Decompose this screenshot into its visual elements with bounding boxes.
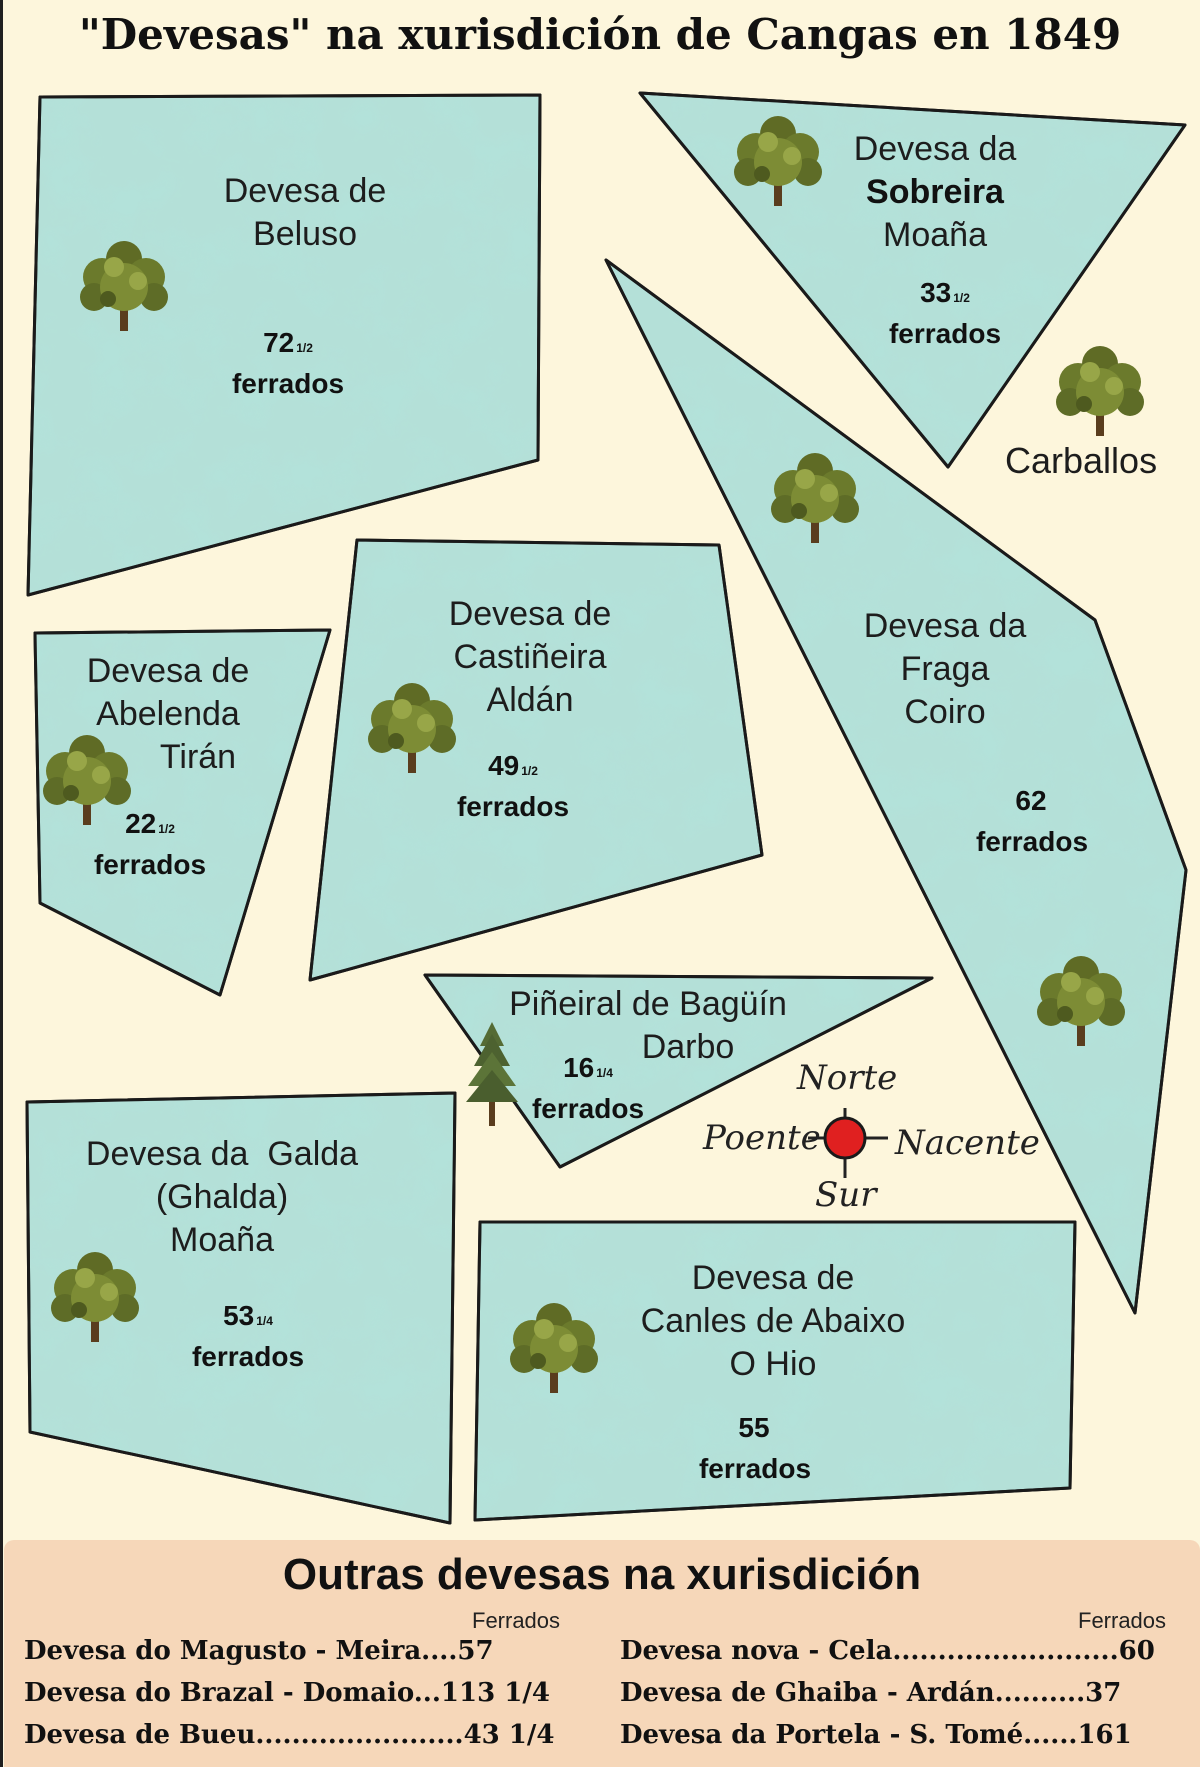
left-border <box>0 0 3 1767</box>
compass-north-label: Norte <box>797 1058 898 1098</box>
compass-south-label: Sur <box>815 1175 877 1215</box>
compass-rose-icon <box>808 1108 888 1178</box>
parcel-label-castineira: Devesa de Castiñeira Aldán <box>448 595 612 719</box>
map-title: "Devesas" na xurisdición de Cangas en 18… <box>78 10 1122 59</box>
parcel-label-sobreira: Devesa da Sobreira Moaña <box>853 130 1017 254</box>
right-column-header: Ferrados <box>1078 1608 1167 1633</box>
left-column-header: Ferrados <box>472 1608 561 1633</box>
list-item: Devesa da Portela - S. Tomé......161 <box>620 1720 1132 1750</box>
parcel-label-baguin: Piñeiral de Bagüín Darbo <box>509 985 787 1066</box>
list-item: Devesa de Bueu.......................43 … <box>24 1720 555 1750</box>
other-devesas-panel: Outras devesas na xurisdición Ferrados F… <box>4 1540 1200 1767</box>
list-item: Devesa do Magusto - Meira....57 <box>24 1636 494 1666</box>
parcel-label-galda: Devesa da Galda (Ghalda) Moaña <box>85 1135 359 1259</box>
carballos-label: Carballos <box>1005 440 1158 481</box>
list-item: Devesa nova - Cela......................… <box>620 1636 1155 1666</box>
parcel-amount-canles: 55 ferrados <box>698 1412 812 1484</box>
parcel-label-fraga: Devesa da Fraga Coiro <box>863 607 1027 731</box>
list-item: Devesa do Brazal - Domaio...113 1/4 <box>24 1678 550 1708</box>
parcel-amount-fraga: 62 ferrados <box>975 785 1089 857</box>
parcel-label-beluso: Devesa de Beluso <box>223 172 387 253</box>
tree-icon <box>1054 344 1146 438</box>
list-item: Devesa de Ghaiba - Ardán..........37 <box>620 1678 1122 1708</box>
parcel-label-canles: Devesa de Canles de Abaixo O Hio <box>640 1259 906 1383</box>
compass-west-label: Poente <box>703 1118 821 1158</box>
panel-title: Outras devesas na xurisdición <box>282 1550 922 1599</box>
parcel-label-abelenda: Devesa de Abelenda Tirán <box>86 652 250 776</box>
compass-east-label: Nacente <box>895 1123 1040 1163</box>
